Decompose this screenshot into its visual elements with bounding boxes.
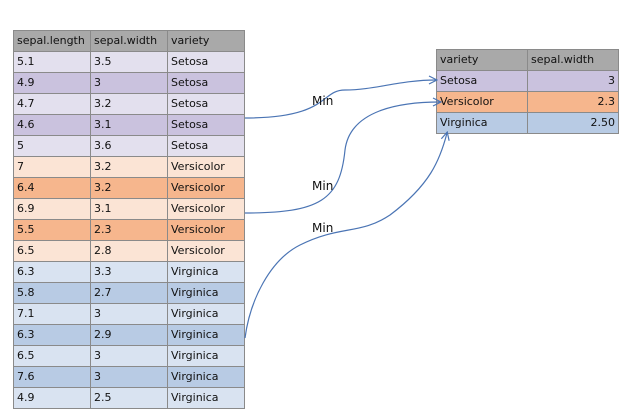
cell-variety: Versicolor (167, 198, 245, 220)
cell-variety: Virginica (167, 366, 245, 388)
result-cell-variety: Virginica (436, 112, 528, 134)
cell-variety: Virginica (167, 324, 245, 346)
cell-variety: Versicolor (167, 156, 245, 178)
cell-variety: Setosa (167, 114, 245, 136)
result-cell-variety: Versicolor (436, 91, 528, 113)
cell-variety: Versicolor (167, 240, 245, 262)
arrow-label-virginica: Min (312, 221, 334, 235)
cell-sepal-length: 4.6 (13, 114, 91, 136)
cell-variety: Virginica (167, 282, 245, 304)
cell-variety: Setosa (167, 93, 245, 115)
cell-sepal-length: 4.9 (13, 387, 91, 409)
arrow-label-versicolor: Min (312, 179, 334, 193)
cell-sepal-length: 6.4 (13, 177, 91, 199)
header-variety: variety (167, 30, 245, 52)
cell-sepal-width: 2.7 (90, 282, 168, 304)
arrow-label-setosa: Min (312, 94, 334, 108)
cell-variety: Versicolor (167, 177, 245, 199)
arrow-virginica-min (244, 133, 447, 339)
cell-variety: Setosa (167, 51, 245, 73)
source-header-row: sepal.length sepal.width variety (13, 30, 245, 52)
result-cell-min-width: 2.50 (527, 112, 619, 134)
header-sepal-length: sepal.length (13, 30, 91, 52)
result-header-sepal-width: sepal.width (527, 49, 619, 71)
cell-variety: Versicolor (167, 219, 245, 241)
arrow-setosa-min (244, 80, 436, 119)
arrow-versicolor-min (244, 102, 440, 214)
cell-variety: Virginica (167, 387, 245, 409)
header-sepal-width: sepal.width (90, 30, 168, 52)
